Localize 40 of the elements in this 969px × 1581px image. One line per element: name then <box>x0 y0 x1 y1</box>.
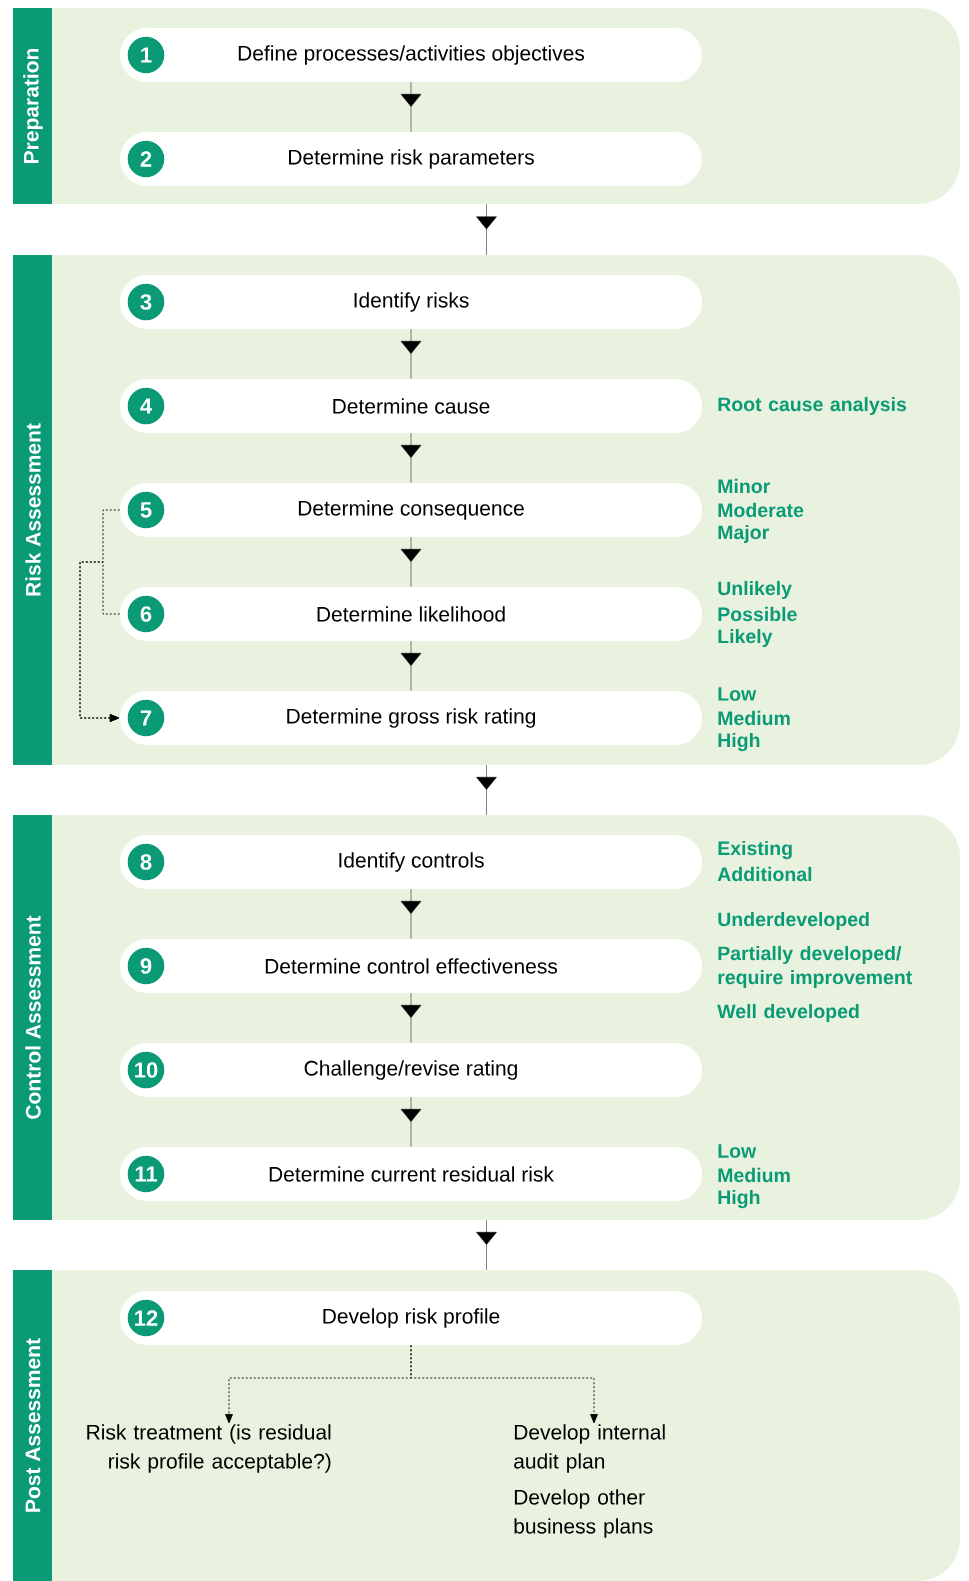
number-badge: 9 <box>127 947 165 985</box>
note-text: Minor <box>718 478 770 494</box>
number-badge: 3 <box>127 283 165 321</box>
outcome-text: Develop internal audit plan Develop other business plans <box>514 1424 665 1538</box>
note-text: Low <box>718 1144 757 1158</box>
down-arrow <box>476 764 497 816</box>
note-text: Well developed <box>717 1003 859 1023</box>
down-arrow <box>400 81 422 133</box>
down-arrow <box>476 203 497 256</box>
connector-arrow <box>410 1344 598 1424</box>
down-arrow <box>476 1219 497 1271</box>
note-text: Additional <box>717 866 812 882</box>
number-badge: 6 <box>127 595 165 633</box>
note-text: High <box>718 1189 760 1209</box>
down-arrow <box>400 536 422 588</box>
note-text: Root cause analysis <box>718 396 907 416</box>
number-badge: 1 <box>127 36 165 74</box>
note-text: Partially developed/ require improvement <box>718 945 912 989</box>
note-text: Medium <box>718 710 790 726</box>
connector-arrow <box>79 561 121 722</box>
note-text: Underdeveloped <box>718 911 869 931</box>
down-arrow <box>400 432 422 484</box>
note-text: High <box>718 732 760 752</box>
down-arrow <box>400 888 422 940</box>
outcome-text: Risk treatment (is residual risk profile acceptable?) <box>87 1424 331 1473</box>
down-arrow <box>400 640 422 692</box>
note-text: Likely <box>718 628 773 648</box>
note-text: Unlikely <box>718 580 792 600</box>
number-badge: 2 <box>127 140 165 178</box>
note-text: Major <box>718 524 769 544</box>
number-badge: 4 <box>127 387 165 425</box>
down-arrow <box>400 992 422 1044</box>
note-text: Possible <box>718 606 797 622</box>
note-text: Medium <box>718 1167 790 1183</box>
number-badge: 7 <box>127 699 165 737</box>
note-text: Low <box>718 687 757 701</box>
down-arrow <box>400 328 422 380</box>
down-arrow <box>400 1096 422 1148</box>
note-text: Moderate <box>718 502 804 518</box>
note-text: Existing <box>718 840 792 860</box>
